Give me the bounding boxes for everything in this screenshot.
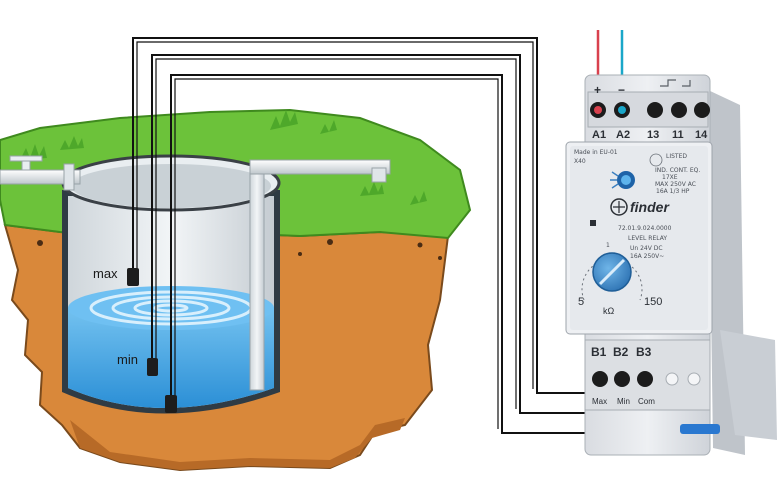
relay-type: LEVEL RELAY <box>628 235 667 242</box>
made-in: Made in EU-01 <box>574 149 618 156</box>
finder-logo-icon <box>610 198 628 216</box>
bottom-terminal-labels: B1 B2 B3 <box>591 345 652 359</box>
svg-text:Max: Max <box>592 397 607 406</box>
right-pipe-vertical <box>249 164 265 391</box>
svg-text:Min: Min <box>617 397 630 406</box>
dial-left-label: 5 <box>578 296 584 308</box>
svg-text:14: 14 <box>695 129 708 141</box>
dial-right-label: 150 <box>644 296 662 308</box>
svg-text:B1: B1 <box>591 345 607 359</box>
left-pipe <box>0 169 81 185</box>
pipes <box>0 155 391 391</box>
spec-current: 16A 250V~ <box>630 253 664 260</box>
top-terminal-labels: A1 A2 13 11 14 <box>592 129 708 141</box>
top-terminals <box>590 102 710 118</box>
brand-label: finder <box>630 199 670 215</box>
listed-mark: LISTED <box>666 153 687 160</box>
plus-label: + <box>594 83 601 97</box>
svg-text:A1: A1 <box>592 129 606 141</box>
probe-common <box>165 395 177 413</box>
probe-min <box>147 358 158 376</box>
svg-text:Com: Com <box>638 397 655 406</box>
probe-min-label: min <box>117 352 138 367</box>
svg-text:11: 11 <box>672 129 684 141</box>
probes: max min <box>93 266 177 413</box>
sensitivity-dial[interactable] <box>581 252 643 301</box>
svg-text:B2: B2 <box>613 345 629 359</box>
led-indicator <box>610 171 635 189</box>
relay-code: X40 <box>574 158 586 165</box>
svg-text:IND. CONT. EQ.: IND. CONT. EQ. <box>655 167 700 174</box>
dial-unit: kΩ <box>603 306 615 316</box>
probe-max <box>127 268 139 286</box>
svg-text:MAX 250V AC: MAX 250V AC <box>655 181 696 188</box>
dial-top-label: 1 <box>606 242 610 249</box>
spec-voltage: Un 24V DC <box>630 245 663 252</box>
right-pipe-horizontal <box>249 159 391 175</box>
bottom-terminals <box>592 371 701 387</box>
din-clip <box>680 424 720 434</box>
svg-text:16A 1/3 HP: 16A 1/3 HP <box>656 188 690 195</box>
svg-text:A2: A2 <box>616 129 630 141</box>
level-relay: + − A1 A2 13 11 14 Made in EU-01 X40 LIS… <box>565 74 777 456</box>
svg-text:B3: B3 <box>636 345 652 359</box>
minus-label: − <box>618 83 625 97</box>
svg-text:13: 13 <box>647 129 659 141</box>
svg-text:17XE: 17XE <box>662 174 678 181</box>
soil-rocks <box>37 239 442 260</box>
bottom-terminal-sublabels: Max Min Com <box>592 397 655 406</box>
model-number: 72.01.9.024.0000 <box>618 225 672 232</box>
soil-shadow <box>70 418 405 470</box>
probe-max-label: max <box>93 266 118 281</box>
